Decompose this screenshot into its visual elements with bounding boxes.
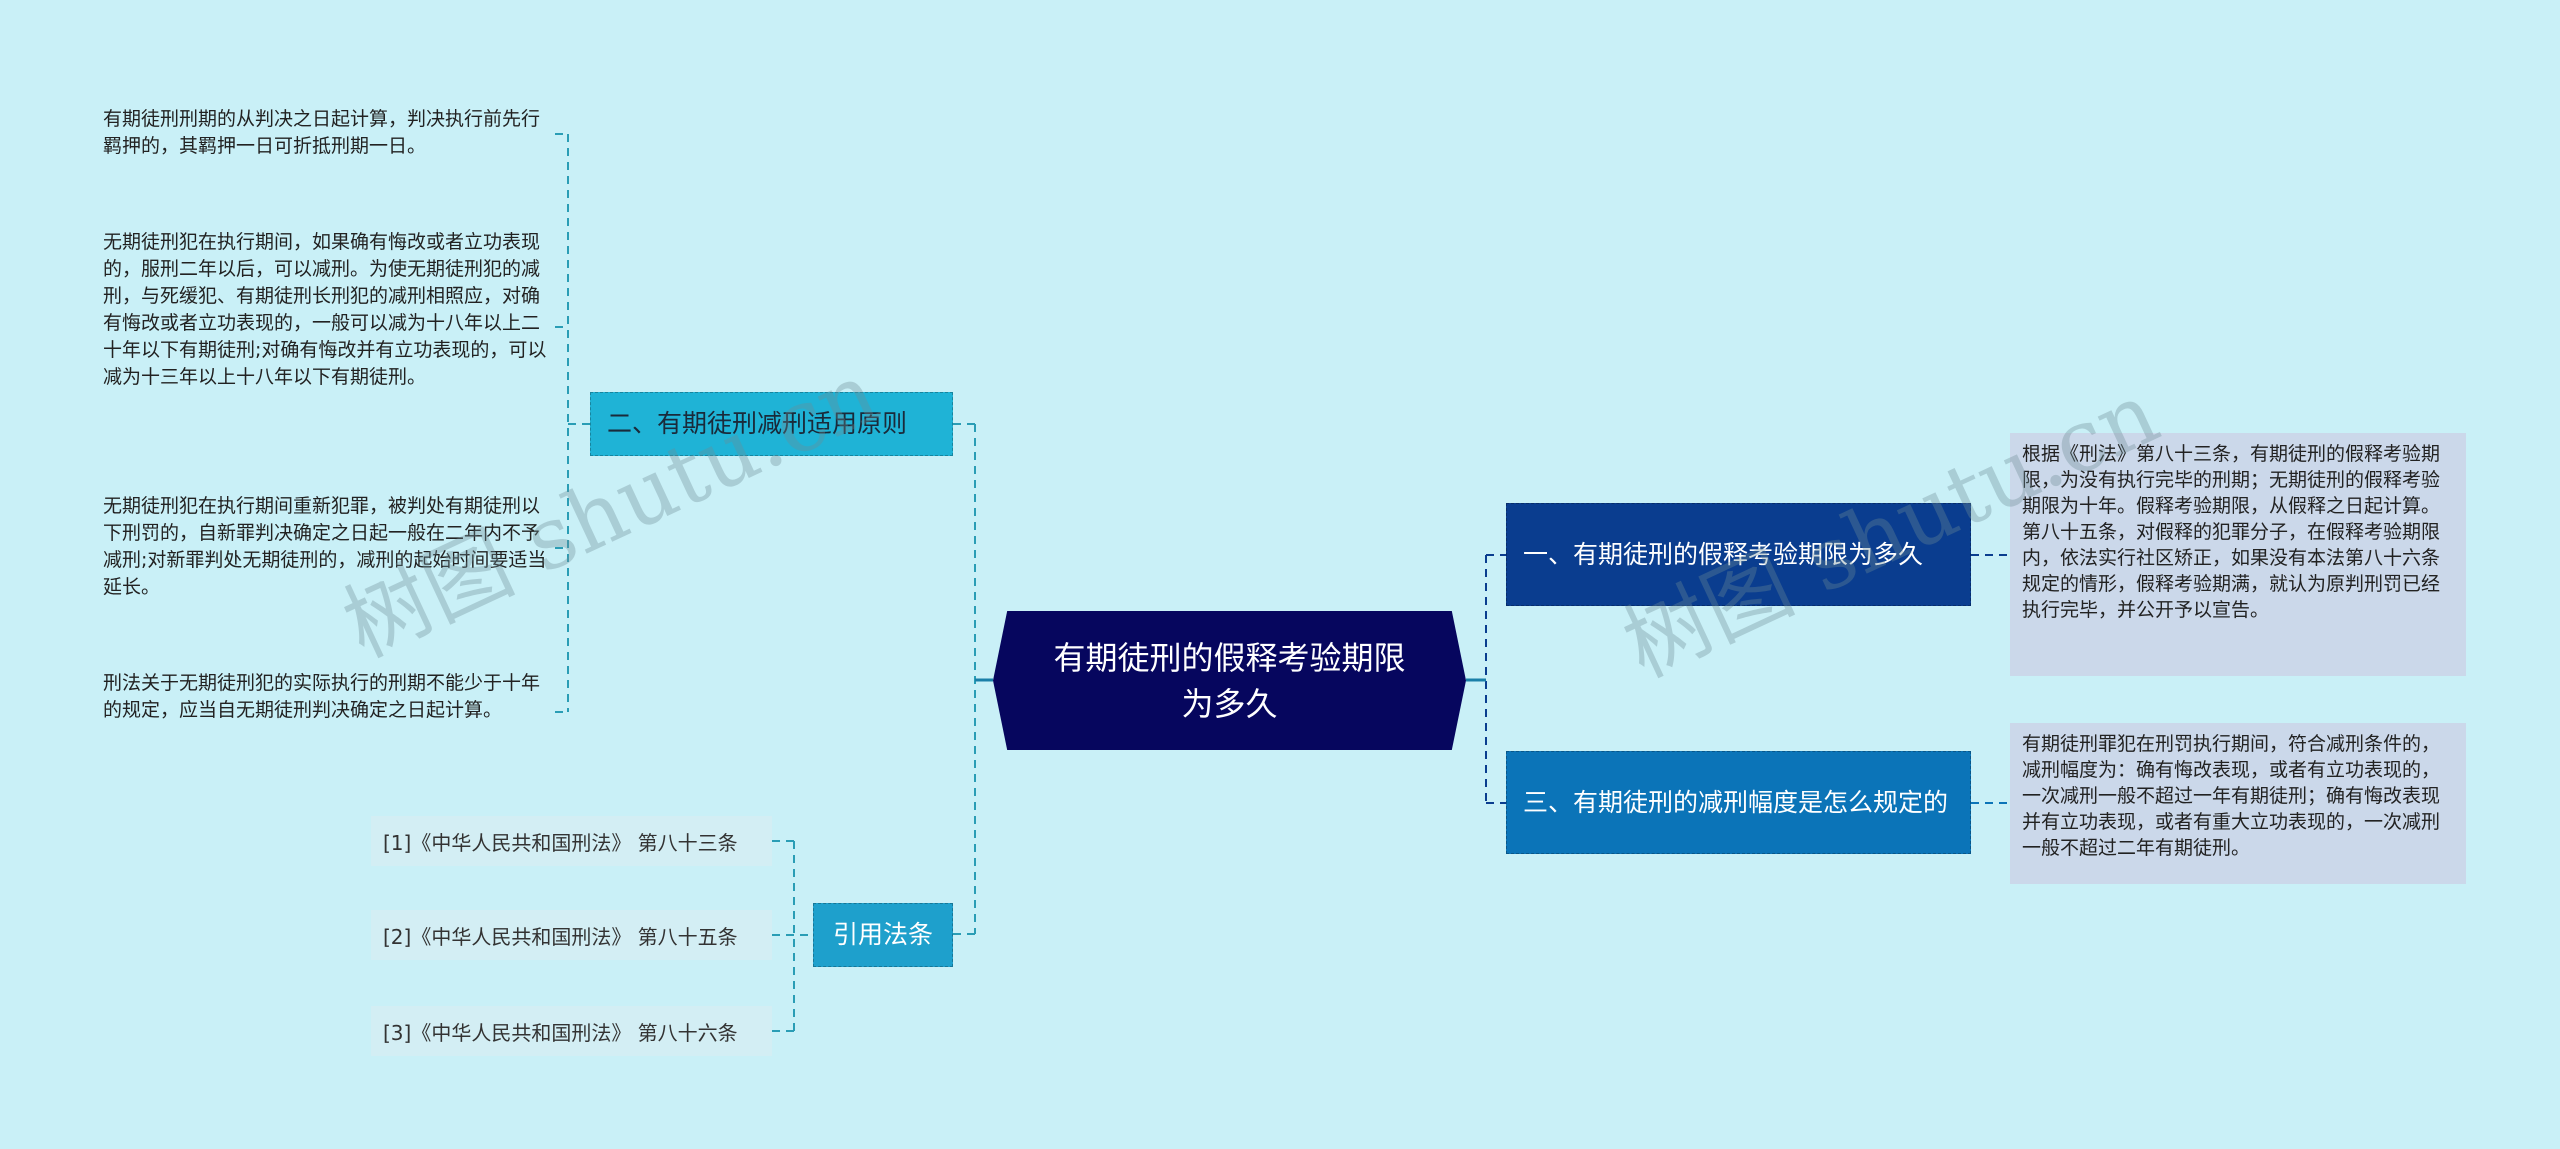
branch-one-detail[interactable]: 根据《刑法》第八十三条，有期徒刑的假释考验期限，为没有执行完毕的刑期；无期徒刑的… xyxy=(2010,433,2466,676)
citation-item[interactable]: [1]《中华人民共和国刑法》 第八十三条 xyxy=(371,816,772,866)
leaf-text[interactable]: 无期徒刑犯在执行期间重新犯罪，被判处有期徒刑以下刑罚的，自新罪判决确定之日起一般… xyxy=(103,495,547,598)
branch-one-label: 一、有期徒刑的假释考验期限为多久 xyxy=(1523,539,1924,569)
leaf-text[interactable]: 有期徒刑刑期的从判决之日起计算，判决执行前先行羁押的，其羁押一日可折抵刑期一日。 xyxy=(103,108,541,157)
citation-text: [3]《中华人民共和国刑法》 第八十六条 xyxy=(383,1020,738,1045)
branch-two-label: 二、有期徒刑减刑适用原则 xyxy=(607,409,908,438)
leaf-text[interactable]: 刑法关于无期徒刑犯的实际执行的刑期不能少于十年的规定，应当自无期徒刑判决确定之日… xyxy=(103,672,541,721)
branch-three-detail[interactable]: 有期徒刑罪犯在刑罚执行期间，符合减刑条件的，减刑幅度为：确有悔改表现，或者有立功… xyxy=(2010,723,2466,884)
branch-one-node[interactable]: 一、有期徒刑的假释考验期限为多久 xyxy=(1506,503,1971,606)
branch-two-node[interactable]: 二、有期徒刑减刑适用原则 xyxy=(590,392,953,456)
citation-text: [1]《中华人民共和国刑法》 第八十三条 xyxy=(383,830,738,855)
branch-three-label: 三、有期徒刑的减刑幅度是怎么规定的 xyxy=(1523,787,1949,817)
citation-text: [2]《中华人民共和国刑法》 第八十五条 xyxy=(383,924,738,949)
citation-item[interactable]: [2]《中华人民共和国刑法》 第八十五条 xyxy=(371,910,772,960)
central-topic-label: 有期徒刑的假释考验期限为多久 xyxy=(1053,638,1406,723)
citations-node[interactable]: 引用法条 xyxy=(813,903,953,967)
central-topic[interactable]: 有期徒刑的假释考验期限为多久 xyxy=(993,611,1466,750)
leaf-text[interactable]: 无期徒刑犯在执行期间，如果确有悔改或者立功表现的，服刑二年以后，可以减刑。为使无… xyxy=(103,231,547,388)
citations-label: 引用法条 xyxy=(832,920,933,949)
citation-item[interactable]: [3]《中华人民共和国刑法》 第八十六条 xyxy=(371,1006,772,1056)
branch-three-node[interactable]: 三、有期徒刑的减刑幅度是怎么规定的 xyxy=(1506,751,1971,854)
